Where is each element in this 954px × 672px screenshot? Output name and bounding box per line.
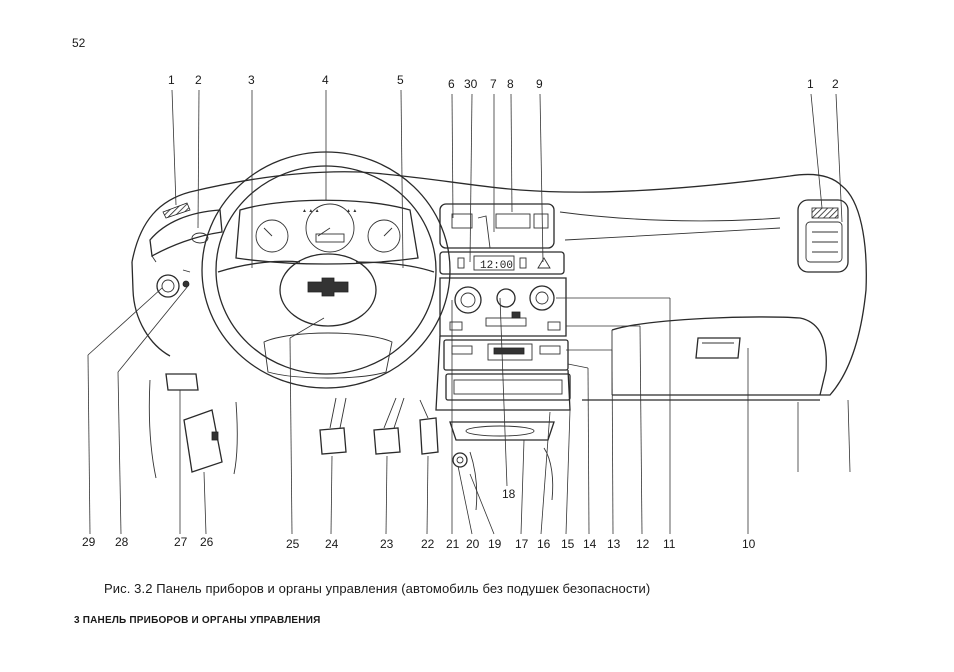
callout-top-8: 8 (507, 77, 514, 91)
svg-text:▲ ▲: ▲ ▲ (346, 208, 357, 214)
callout-top-3: 3 (248, 73, 255, 87)
callout-bottom-22: 22 (421, 537, 435, 551)
callout-top-30: 30 (464, 77, 478, 91)
steering-wheel (201, 151, 451, 389)
callout-bottom-27: 27 (174, 535, 188, 549)
left-air-vent (149, 202, 223, 263)
callout-bottom-13: 13 (607, 537, 621, 551)
instrument-cluster: ▲ ▲ ▲ ▲ ▲ (235, 199, 419, 265)
callout-bottom-24: 24 (325, 537, 339, 551)
section-footer: 3 ПАНЕЛЬ ПРИБОРОВ И ОРГАНЫ УПРАВЛЕНИЯ (74, 615, 321, 626)
callout-top-1b: 1 (807, 77, 814, 91)
right-air-vent (797, 199, 849, 273)
headlight-switch (156, 269, 191, 298)
callout-bottom-25: 25 (286, 537, 300, 551)
left-footwell (148, 373, 238, 479)
page-number: 52 (72, 36, 86, 50)
callout-bottom-15: 15 (561, 537, 575, 551)
callout-top-9: 9 (536, 77, 543, 91)
callout-top-1: 1 (168, 73, 175, 87)
callout-bottom-26: 26 (200, 535, 214, 549)
svg-text:▲ ▲ ▲: ▲ ▲ ▲ (302, 208, 320, 214)
callouts: 1 2 3 4 5 6 30 7 8 9 1 2 29 28 27 26 25 … (82, 73, 851, 551)
clock-display: 12:00 (480, 260, 513, 272)
callout-bottom-12: 12 (636, 537, 650, 551)
dashboard-outline (131, 171, 867, 401)
figure-caption: Рис. 3.2 Панель приборов и органы управл… (104, 581, 651, 596)
callout-bottom-17: 17 (515, 537, 529, 551)
callout-top-5: 5 (397, 73, 404, 87)
callout-top-2: 2 (195, 73, 202, 87)
callout-top-4: 4 (322, 73, 329, 87)
center-console: 12:00 (435, 203, 571, 511)
callout-bottom-20: 20 (466, 537, 480, 551)
callout-bottom-16: 16 (537, 537, 551, 551)
pedals (319, 397, 439, 455)
callout-bottom-21: 21 (446, 537, 460, 551)
callout-bottom-19: 19 (488, 537, 502, 551)
callout-top-6: 6 (448, 77, 455, 91)
callout-bottom-28: 28 (115, 535, 129, 549)
callout-18: 18 (502, 487, 516, 501)
callout-top-7: 7 (490, 77, 497, 91)
callout-bottom-10: 10 (742, 537, 756, 551)
callout-bottom-23: 23 (380, 537, 394, 551)
callout-bottom-11: 11 (663, 537, 676, 551)
callout-bottom-14: 14 (583, 537, 597, 551)
callout-bottom-29: 29 (82, 535, 96, 549)
callout-top-2b: 2 (832, 77, 839, 91)
